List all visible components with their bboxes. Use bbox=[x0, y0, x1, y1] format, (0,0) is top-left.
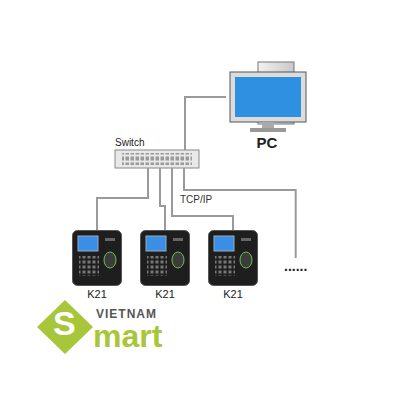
logo-letter: S bbox=[53, 306, 76, 340]
device-node: K21 bbox=[208, 230, 258, 286]
node-label: K21 bbox=[140, 288, 190, 300]
switch-node: Switch bbox=[115, 150, 199, 168]
more-devices-node: ...... bbox=[282, 258, 309, 274]
logo-word: VIETNAM bbox=[96, 308, 157, 320]
device-node: K21 bbox=[72, 230, 122, 286]
node-label: ...... bbox=[282, 258, 309, 274]
node-label: PC bbox=[226, 134, 308, 151]
node-label: K21 bbox=[208, 288, 258, 300]
node-label: Switch bbox=[115, 137, 144, 148]
device-node: K21 bbox=[140, 230, 190, 286]
protocol-label: TCP/IP bbox=[180, 195, 212, 205]
pc-node: PC bbox=[226, 62, 308, 132]
logo-word: mart bbox=[93, 320, 162, 352]
device-illustration bbox=[73, 231, 258, 286]
network-cable bbox=[97, 168, 148, 230]
network-cable bbox=[172, 168, 233, 230]
network-cable bbox=[184, 168, 296, 258]
network-cable bbox=[160, 168, 165, 230]
switch-illustration bbox=[115, 150, 199, 168]
logo-diamond bbox=[37, 300, 93, 354]
node-label: K21 bbox=[72, 288, 122, 300]
pc-illustration bbox=[230, 62, 306, 132]
network-cable bbox=[185, 97, 226, 150]
